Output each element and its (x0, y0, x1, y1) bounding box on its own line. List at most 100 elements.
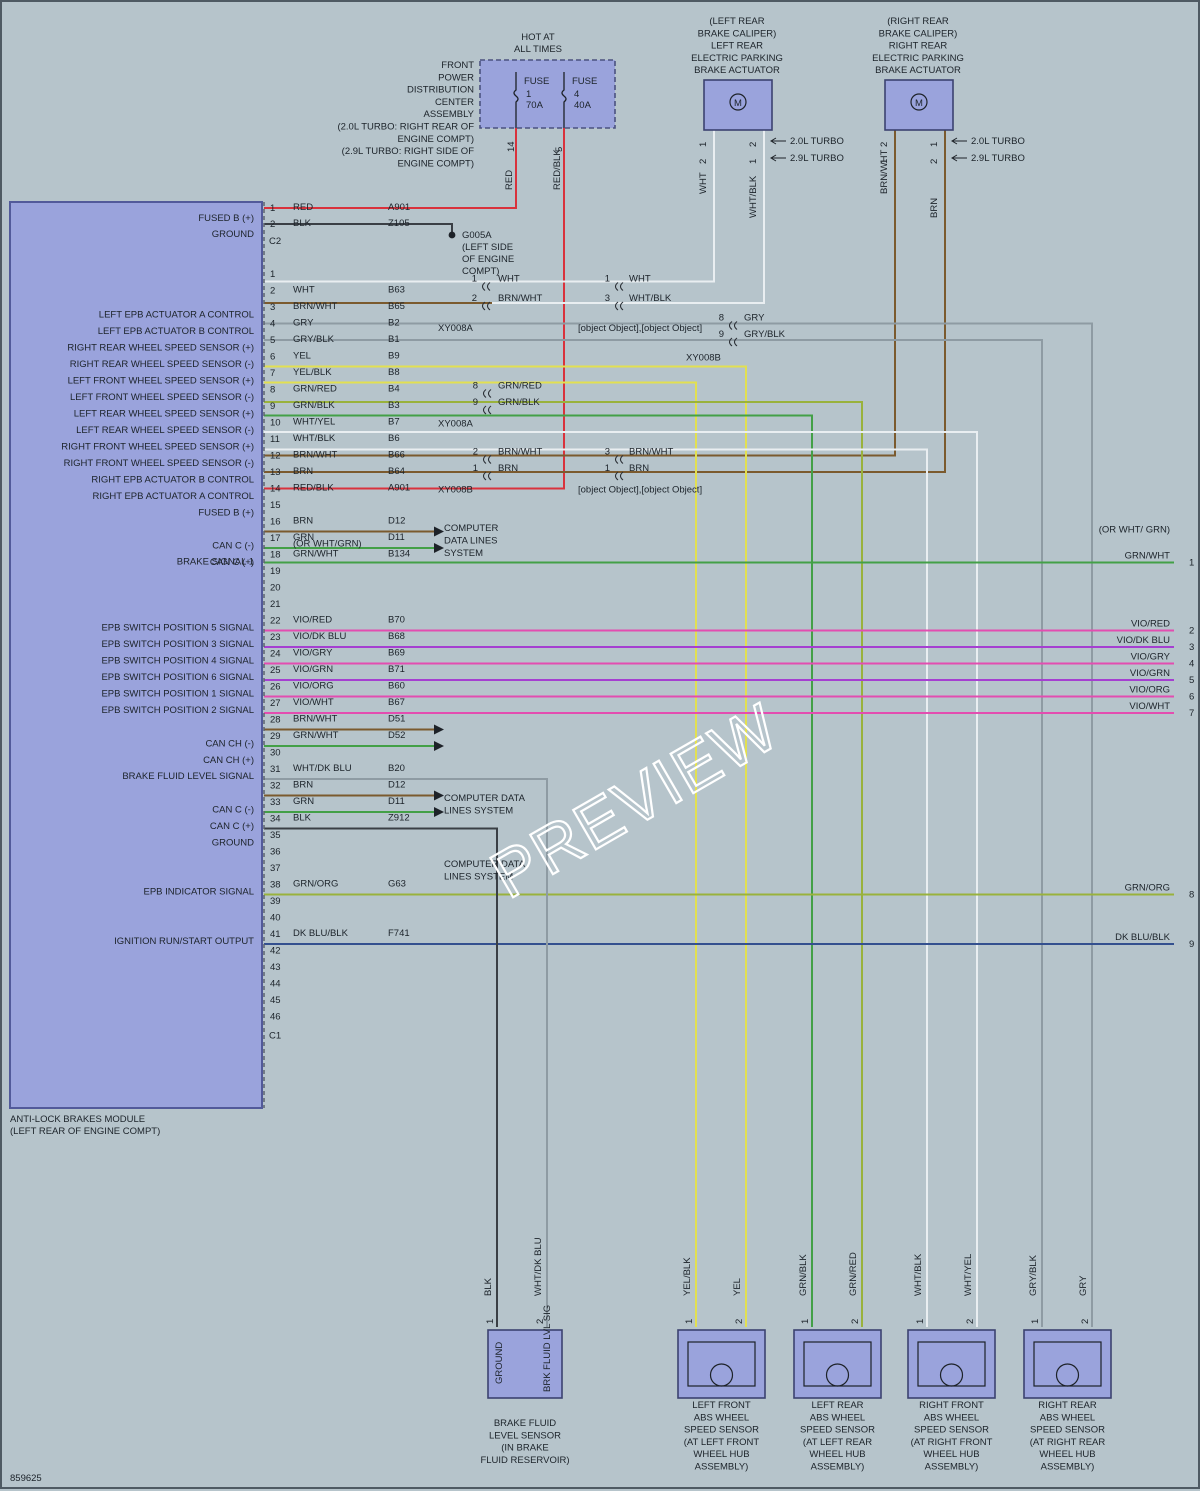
component-name: (IN BRAKE (501, 1443, 549, 1454)
pin-number: 11 (270, 434, 280, 445)
sensor-tone-ring (709, 1363, 734, 1387)
module-pin-label: CAN C (+) (210, 557, 254, 568)
wire-color: BRN/WHT (293, 450, 338, 461)
circuit-number: B68 (388, 631, 405, 642)
component-name: SPEED SENSOR (684, 1425, 759, 1436)
output-pin: 1 (1189, 558, 1194, 569)
component-name: WHEEL HUB (809, 1449, 865, 1460)
ground-g005a-label: COMPT) (462, 266, 499, 277)
actuator-name: BRAKE CALIPER) (698, 28, 777, 39)
component-name: WHEEL HUB (693, 1449, 749, 1460)
pin-number: 22 (270, 616, 281, 627)
output-pin: 8 (1189, 890, 1194, 901)
circuit-number: B134 (388, 549, 410, 560)
inline-color: BRN/WHT (629, 447, 674, 458)
wire-color: GRY/BLK (293, 334, 335, 345)
circuit-number: D51 (388, 714, 405, 725)
output-color: VIO/ORG (1129, 685, 1170, 696)
turbo-note: 2.0L TURBO (971, 136, 1025, 147)
fuse-box (479, 59, 616, 129)
brake-fluid-sensor-body (487, 1329, 563, 1399)
hot-at-all-times: ALL TIMES (514, 44, 562, 55)
inline-color: BRN/WHT (498, 447, 543, 458)
fuse-rating: 70A (526, 100, 544, 111)
hot-at-all-times: HOT AT (521, 32, 555, 43)
inline-connector-id: [object Object],[object Object] (578, 323, 702, 334)
motor-symbol (729, 93, 747, 111)
fuse-rating: 40A (574, 100, 592, 111)
bus-arrow (434, 724, 444, 735)
inline-color: WHT/BLK (629, 293, 672, 304)
inline-connector (482, 455, 492, 464)
ground-g005a-label: OF ENGINE (462, 254, 514, 265)
pin-number: 44 (270, 979, 281, 990)
pin-number: 2 (270, 286, 275, 297)
component-wire-color: YEL/BLK (682, 1257, 693, 1296)
pdc-name: POWER (438, 72, 474, 83)
turbo-note: 2.9L TURBO (971, 153, 1025, 164)
wire-color: WHT/BLK (293, 433, 336, 444)
module-pin-label: EPB SWITCH POSITION 4 SIGNAL (101, 656, 254, 667)
pin-number: 34 (270, 814, 281, 825)
wire-color: GRY (293, 318, 314, 329)
wire-color: WHT (293, 285, 315, 296)
inline-connector (728, 337, 738, 347)
wire-color: GRN/WHT (293, 549, 339, 560)
component-wire-color: WHT/BLK (913, 1253, 924, 1296)
module-pin-label: RIGHT REAR WHEEL SPEED SENSOR (-) (70, 359, 254, 370)
circuit-number: G63 (388, 879, 406, 890)
fuse-symbol (561, 72, 567, 128)
inline-pin: 9 (473, 397, 478, 408)
pin-number: 7 (270, 368, 275, 379)
output-color: VIO/WHT (1129, 701, 1170, 712)
pin-number: 20 (270, 583, 281, 594)
output-color: DK BLU/BLK (1115, 932, 1171, 943)
component-name: ABS WHEEL (1040, 1412, 1095, 1423)
sensor-tone-ring (1055, 1363, 1080, 1387)
module-pin-label: RIGHT REAR WHEEL SPEED SENSOR (+) (67, 343, 254, 354)
module-pin-label: CAN C (-) (212, 805, 254, 816)
pdc-name: ASSEMBLY (423, 109, 474, 120)
component-pin: 2 (850, 1319, 861, 1324)
fuse-label: FUSE (572, 76, 597, 87)
connector-id-c1: C1 (269, 1031, 281, 1042)
component-pin: 2 (734, 1319, 745, 1324)
wire-color: BRN/WHT (293, 301, 338, 312)
pin-number: 30 (270, 748, 281, 759)
sensor-tone-ring (939, 1363, 964, 1387)
pin-number: 42 (270, 946, 281, 957)
sensor-inner-label: BRK FLUID LVL SIG (542, 1305, 553, 1392)
component-wire-color: GRY (1078, 1275, 1089, 1296)
fuse-symbol (513, 72, 519, 128)
module-name: (LEFT REAR OF ENGINE COMPT) (10, 1126, 160, 1137)
component-name: BRAKE FLUID (494, 1418, 556, 1429)
pin-number: 26 (270, 682, 281, 693)
inline-connector-id: [object Object],[object Object] (578, 485, 702, 496)
module-pin-label: LEFT FRONT WHEEL SPEED SENSOR (+) (68, 376, 254, 387)
inline-connector (614, 455, 624, 464)
circuit-number: B8 (388, 367, 400, 378)
turbo-arrow (951, 137, 967, 145)
pdc-name: CENTER (435, 97, 474, 108)
pin-number: 21 (270, 599, 281, 610)
wire-color: DK BLU/BLK (293, 928, 349, 939)
pin-number: 14 (270, 484, 281, 495)
fuse-label: FUSE (524, 76, 549, 87)
actuator-pin-b: 1 (748, 159, 759, 164)
actuator-name: BRAKE ACTUATOR (875, 65, 961, 76)
inline-connector (482, 389, 492, 398)
component-name: WHEEL HUB (923, 1449, 979, 1460)
pin-number: 38 (270, 880, 281, 891)
pin-number: 24 (270, 649, 281, 660)
wire-color: GRN/RED (293, 384, 337, 395)
pin-number: 5 (270, 335, 275, 346)
output-color: GRN/ORG (1125, 883, 1170, 894)
pdc-name: DISTRIBUTION (407, 85, 474, 96)
component-pin: 1 (915, 1319, 926, 1324)
output-color: GRN/WHT (1125, 551, 1171, 562)
module-pin-label: CAN C (-) (212, 541, 254, 552)
bus-arrow (434, 790, 444, 801)
pin-number: 35 (270, 830, 281, 841)
pin-number: 36 (270, 847, 281, 858)
